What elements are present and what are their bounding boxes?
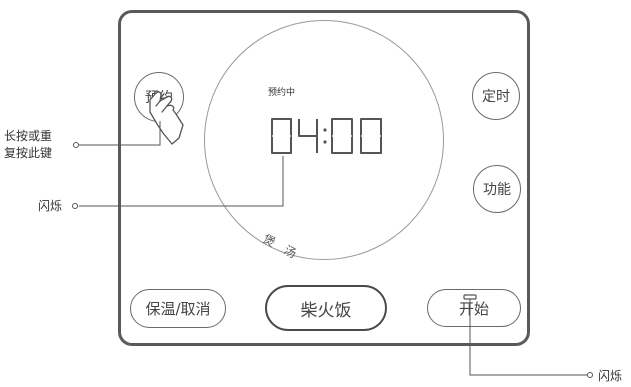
hold-press-callout-line1: 长按或重 xyxy=(4,129,53,143)
function-button-label: 功能 xyxy=(483,182,511,198)
blink-callout-right: 闪烁 xyxy=(598,369,623,383)
digit-0c xyxy=(360,118,382,154)
panel-outline xyxy=(118,10,530,346)
blink-indicator-icon xyxy=(463,294,477,300)
callout-dot-icon xyxy=(73,142,79,148)
pressing-hand-icon xyxy=(149,91,184,145)
hold-press-callout: 长按或重 复按此键 xyxy=(4,128,52,162)
leader-blink-left xyxy=(79,156,284,207)
leader-blink-right xyxy=(469,299,587,376)
blink-callout-left: 闪烁 xyxy=(38,199,63,213)
timer-button[interactable]: 定时 xyxy=(472,72,520,120)
firewood-rice-label: 柴火饭 xyxy=(300,300,352,321)
callout-dot-icon xyxy=(587,372,593,378)
hold-press-callout-line2: 复按此键 xyxy=(4,146,53,160)
leader-lines xyxy=(79,121,587,376)
digit-0 xyxy=(271,118,292,154)
reservation-status-text: 预约中 xyxy=(268,88,296,98)
time-colon-top xyxy=(323,128,327,132)
display-dial xyxy=(204,20,444,260)
function-button[interactable]: 功能 xyxy=(473,165,521,213)
time-display xyxy=(271,118,382,154)
time-colon-bottom xyxy=(323,140,327,144)
start-button-label: 开始 xyxy=(458,299,489,318)
callout-dot-icon xyxy=(72,203,78,209)
digit-0b xyxy=(331,118,353,154)
firewood-rice-button[interactable]: 柴火饭 xyxy=(265,285,387,331)
keep-warm-cancel-button[interactable]: 保温/取消 xyxy=(130,289,226,328)
keep-warm-cancel-label: 保温/取消 xyxy=(145,300,211,318)
digit-4 xyxy=(298,119,318,153)
timer-button-label: 定时 xyxy=(482,89,510,105)
leader-hold xyxy=(79,121,161,146)
